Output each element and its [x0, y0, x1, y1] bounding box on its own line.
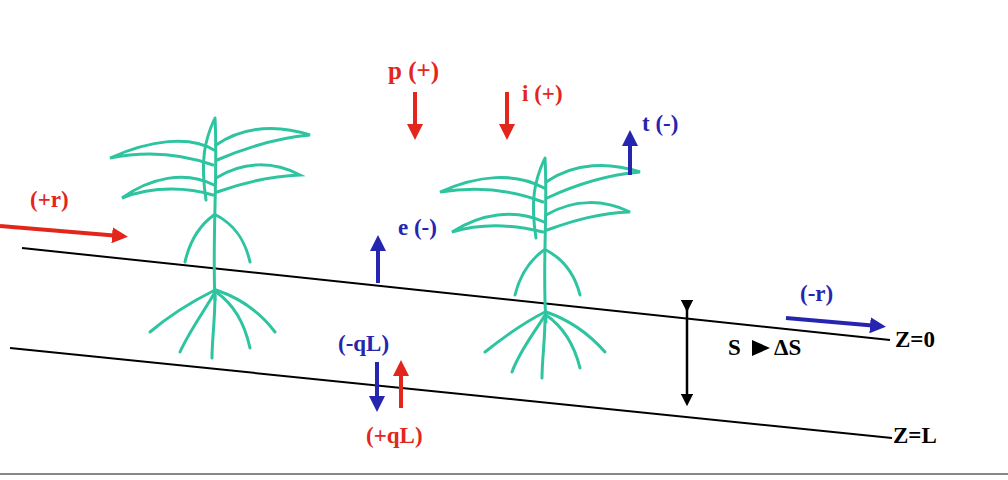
- flux-label: (+qL): [366, 424, 423, 447]
- storage-label: S: [728, 336, 741, 359]
- depth-label: Z=0: [895, 328, 935, 351]
- frame-line: [0, 473, 1008, 475]
- runoff-arrow: [786, 318, 878, 326]
- flux-label: (+r): [30, 188, 69, 211]
- flux-label: t (-): [642, 112, 678, 135]
- depth-arrow: [686, 306, 689, 400]
- precipitation-arrow: [413, 92, 417, 132]
- flux-label: i (+): [522, 82, 563, 105]
- flux-label: (-r): [800, 282, 833, 305]
- flux-label: p (+): [388, 58, 439, 83]
- irrigation-arrow: [505, 92, 509, 132]
- plant: [110, 118, 310, 358]
- evaporation-arrow: [376, 243, 380, 283]
- change-arrowhead: [752, 340, 770, 356]
- runon-arrow: [0, 226, 120, 236]
- storage-label: ΔS: [774, 336, 801, 359]
- drainage-arrow: [375, 362, 379, 404]
- flux-label: (-qL): [338, 332, 389, 355]
- bottom-line: [10, 348, 892, 438]
- surface-line: [22, 248, 890, 340]
- depth-label: Z=L: [893, 424, 937, 447]
- transpiration-arrow: [628, 138, 632, 175]
- capillary-rise-arrow: [399, 368, 403, 408]
- flux-label: e (-): [398, 216, 437, 239]
- plant: [440, 158, 640, 378]
